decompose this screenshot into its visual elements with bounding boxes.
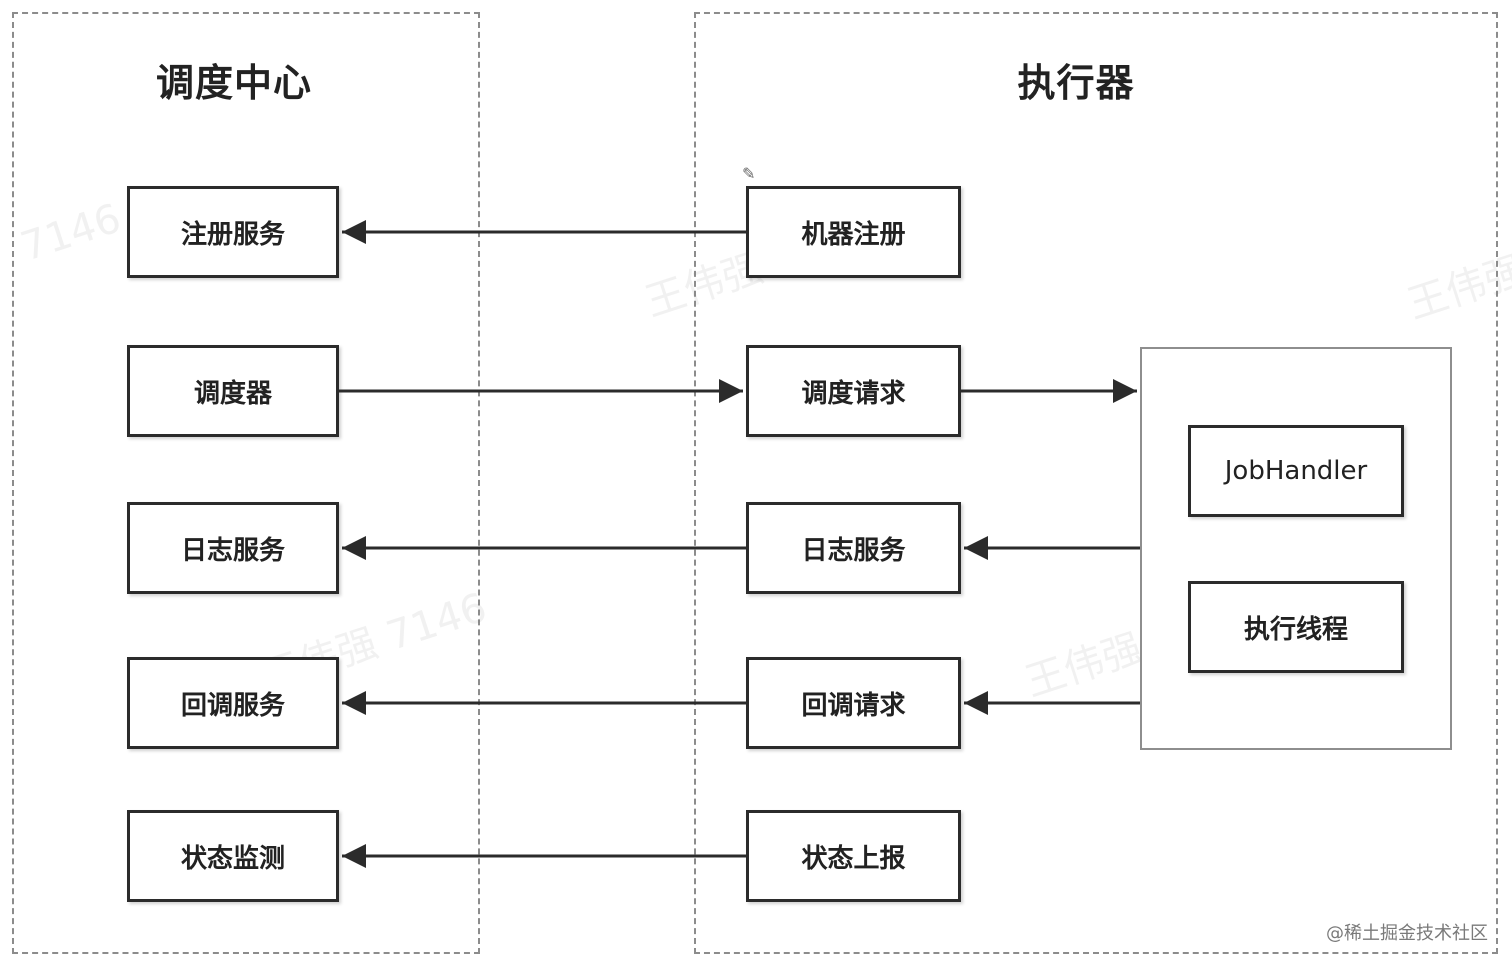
node-status-monitor[interactable]: 状态监测	[127, 810, 339, 902]
node-log-service-executor[interactable]: 日志服务	[746, 502, 961, 594]
node-machine-register[interactable]: 机器注册	[746, 186, 961, 278]
node-schedule-request[interactable]: 调度请求	[746, 345, 961, 437]
scheduler-center-group	[12, 12, 480, 954]
executor-group	[694, 12, 1498, 954]
pencil-icon: ✎	[742, 164, 756, 183]
node-exec-thread[interactable]: 执行线程	[1188, 581, 1404, 673]
worker-container	[1140, 347, 1452, 750]
node-register-service[interactable]: 注册服务	[127, 186, 339, 278]
node-status-report[interactable]: 状态上报	[746, 810, 961, 902]
node-job-handler[interactable]: JobHandler	[1188, 425, 1404, 517]
node-callback-request[interactable]: 回调请求	[746, 657, 961, 749]
node-callback-service[interactable]: 回调服务	[127, 657, 339, 749]
node-log-service-center[interactable]: 日志服务	[127, 502, 339, 594]
node-scheduler[interactable]: 调度器	[127, 345, 339, 437]
executor-title: 执行器	[1017, 61, 1135, 105]
site-credit: @稀土掘金技术社区	[1326, 923, 1488, 944]
scheduler-center-title: 调度中心	[155, 61, 313, 105]
